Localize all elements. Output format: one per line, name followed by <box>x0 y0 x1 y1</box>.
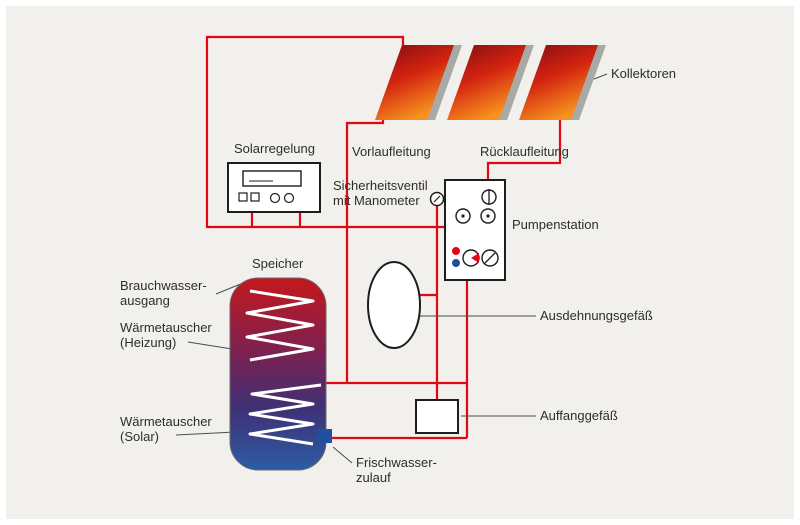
label-waermetauscher-heizung-line2: (Heizung) <box>120 335 176 350</box>
label-solarregelung: Solarregelung <box>234 141 315 156</box>
label-ausdehnungsgefaess: Ausdehnungsgefäß <box>540 308 653 323</box>
cold-water-inlet-port <box>318 429 332 443</box>
ausdehnungsgefaess-vessel <box>367 261 421 349</box>
collectors <box>375 45 606 120</box>
label-speicher: Speicher <box>252 256 304 271</box>
collector-panel-2 <box>447 45 526 120</box>
controller-button-1 <box>238 192 248 202</box>
label-pumpenstation: Pumpenstation <box>512 217 599 232</box>
label-ruecklaufleitung: Rücklaufleitung <box>480 144 569 159</box>
cold-side-indicator-dot <box>452 259 460 267</box>
hot-side-indicator-dot <box>452 247 460 255</box>
leader-brauchwasserausgang <box>215 282 244 295</box>
controller-display <box>242 170 302 187</box>
gauge-right-center-dot <box>486 214 490 218</box>
label-waermetauscher-solar-line2: (Solar) <box>120 429 159 444</box>
label-waermetauscher-heizung-line1: Wärmetauscher <box>120 320 212 335</box>
label-frischwasser-line1: Frischwasser- <box>356 455 437 470</box>
leader-frischwasserzulauf <box>332 446 353 464</box>
solarregelung-unit <box>227 162 321 213</box>
manometer-needle <box>433 195 441 203</box>
label-sicherheitsventil-line1: Sicherheitsventil <box>333 178 428 193</box>
controller-knob-2 <box>283 192 295 204</box>
collector-panels <box>375 45 598 120</box>
controller-knob-1 <box>269 192 281 204</box>
collector-panel-3 <box>519 45 598 120</box>
label-brauchwasser-line2: ausgang <box>120 293 170 308</box>
label-brauchwasser-line1: Brauchwasser- <box>120 278 207 293</box>
collector-panel-1 <box>375 45 454 120</box>
solar-coil <box>248 383 322 446</box>
pipe-collector-sensor-run <box>205 35 445 229</box>
sicherheitsventil-unit <box>429 191 445 207</box>
pumpenstation-unit <box>444 179 506 281</box>
pump-rotor-wedge <box>471 253 479 263</box>
ball-valve-handle-line <box>484 252 496 264</box>
auffanggefaess-box <box>415 399 459 434</box>
gauge-left-center-dot <box>461 214 465 218</box>
label-vorlaufleitung: Vorlaufleitung <box>352 144 431 159</box>
label-frischwasser-line2: zulauf <box>356 470 391 485</box>
pipe-network <box>205 35 562 440</box>
label-kollektoren: Kollektoren <box>611 66 676 81</box>
labels: Kollektoren Solarregelung Vorlaufleitung… <box>120 66 676 485</box>
speicher-tank <box>229 277 332 471</box>
label-sicherheitsventil-line2: mit Manometer <box>333 193 420 208</box>
heating-coil <box>245 289 315 362</box>
controller-button-2 <box>250 192 260 202</box>
pipe-ruecklaufleitung <box>486 120 562 180</box>
pipe-vorlaufleitung <box>345 120 385 383</box>
label-auffanggefaess: Auffanggefäß <box>540 408 618 423</box>
label-waermetauscher-solar-line1: Wärmetauscher <box>120 414 212 429</box>
